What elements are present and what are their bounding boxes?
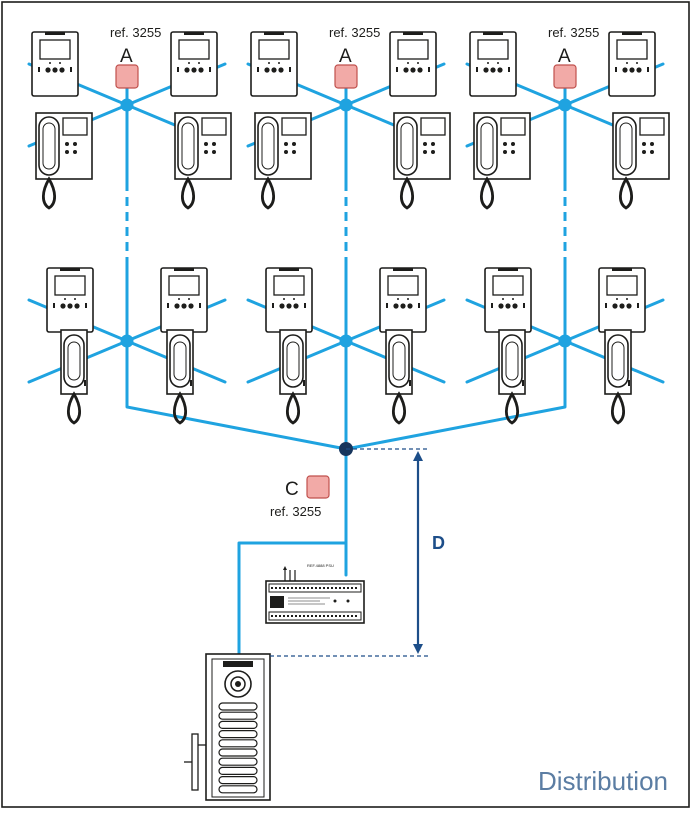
module-a bbox=[334, 64, 358, 89]
video-monitor bbox=[265, 267, 313, 333]
video-monitor-handset bbox=[253, 111, 313, 210]
video-monitor bbox=[469, 31, 517, 97]
call-button bbox=[218, 757, 258, 766]
audio-handset bbox=[59, 328, 89, 425]
module-ref-label: ref. 3255 bbox=[270, 504, 321, 519]
video-monitor-handset bbox=[34, 111, 94, 210]
power-supply: REF.4888 PSU bbox=[265, 563, 365, 624]
video-monitor-handset bbox=[392, 111, 452, 210]
junction-dot bbox=[120, 98, 134, 112]
junction-dot bbox=[558, 334, 572, 348]
module-ref-label: ref. 3255 bbox=[548, 25, 599, 40]
door-lock bbox=[191, 733, 199, 791]
call-button bbox=[218, 766, 258, 776]
module-letter-a: A bbox=[339, 46, 352, 67]
video-monitor bbox=[379, 267, 427, 333]
bus-wiring bbox=[27, 62, 665, 654]
video-monitor bbox=[31, 31, 79, 97]
junctions bbox=[120, 98, 572, 456]
junction-dot bbox=[339, 98, 353, 112]
module-c bbox=[306, 475, 330, 499]
video-monitor bbox=[160, 267, 208, 333]
distance-dimension: D bbox=[270, 448, 445, 657]
power-supply-label: REF.4888 PSU bbox=[307, 563, 334, 568]
module-a bbox=[553, 64, 577, 89]
audio-handset bbox=[278, 328, 308, 425]
dimension-label: D bbox=[432, 533, 445, 553]
audio-handset bbox=[603, 328, 633, 425]
module-letter-a: A bbox=[558, 46, 571, 67]
video-monitor-handset bbox=[173, 111, 233, 210]
call-button bbox=[218, 739, 258, 748]
video-monitor bbox=[608, 31, 656, 97]
video-monitor-handset bbox=[611, 111, 671, 210]
video-monitor bbox=[389, 31, 437, 97]
video-monitor bbox=[250, 31, 298, 97]
junction-dot bbox=[120, 334, 134, 348]
audio-handset bbox=[497, 328, 527, 425]
call-button bbox=[218, 702, 258, 711]
call-button bbox=[218, 711, 258, 720]
door-panel bbox=[184, 653, 271, 801]
call-button bbox=[218, 775, 258, 785]
module-letter-a: A bbox=[120, 46, 133, 67]
module-ref-label: ref. 3255 bbox=[329, 25, 380, 40]
video-monitor bbox=[170, 31, 218, 97]
module-ref-label: ref. 3255 bbox=[110, 25, 161, 40]
video-monitor bbox=[46, 267, 94, 333]
diagram-title: Distribution bbox=[538, 766, 668, 796]
bus-line bbox=[237, 541, 346, 654]
call-button bbox=[218, 720, 258, 730]
module-a bbox=[115, 64, 139, 89]
video-monitor bbox=[484, 267, 532, 333]
video-monitor-handset bbox=[472, 111, 532, 210]
speaker-grille bbox=[223, 661, 253, 667]
module-letter-c: C bbox=[285, 479, 299, 500]
video-monitor bbox=[598, 267, 646, 333]
call-button bbox=[218, 729, 258, 739]
audio-handset bbox=[384, 328, 414, 425]
call-buttons bbox=[218, 702, 258, 794]
junction-dot bbox=[339, 334, 353, 348]
call-button bbox=[218, 785, 258, 794]
audio-handset bbox=[165, 328, 195, 425]
call-button bbox=[218, 748, 258, 757]
junction-dot bbox=[558, 98, 572, 112]
